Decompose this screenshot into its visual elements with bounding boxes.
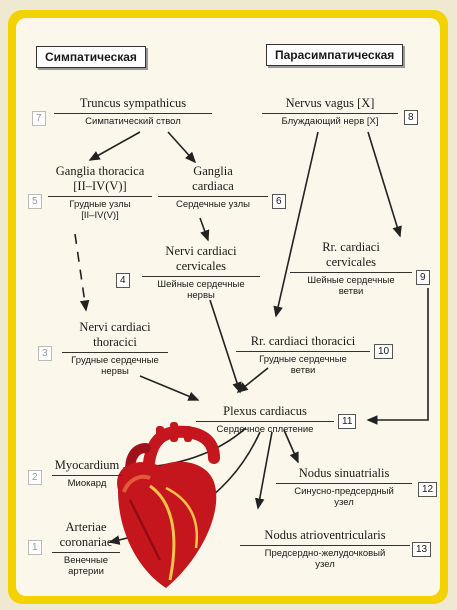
truncus-latin: Truncus sympathicus — [54, 96, 212, 111]
ganglia-cardiaca-latin-2: cardiaca — [158, 179, 268, 194]
ganglia-cardiaca-latin-1: Ganglia — [158, 164, 268, 179]
number-badge-1: 1 — [28, 540, 42, 555]
nodus-atrio-russian-1: Предсердно-желудочковый — [240, 548, 410, 559]
node-rr-thoracici: Rr. cardiaci thoracici Грудные сердечные… — [236, 334, 370, 376]
number-badge-4: 4 — [116, 273, 130, 288]
number-badge-6: 6 — [272, 194, 286, 209]
ganglia-thoracica-latin-2: [II–IV(V)] — [48, 179, 152, 194]
arrow-thoracici-plexus — [140, 376, 198, 400]
node-nodus-atrio: Nodus atrioventricularis Предсердно-желу… — [240, 528, 410, 570]
node-truncus: Truncus sympathicus Симпатический ствол — [54, 96, 212, 127]
myocardium-latin: Myocardium — [52, 458, 122, 473]
arrow-vagus-rrcervicales — [368, 132, 400, 236]
arrow-truncus-cardiaca — [168, 132, 195, 162]
ganglia-cardiaca-russian: Сердечные узлы — [158, 199, 268, 210]
node-rr-cervicales: Rr. cardiaci cervicales Шейные сердечные… — [290, 240, 412, 297]
nodus-atrio-latin: Nodus atrioventricularis — [240, 528, 410, 543]
nervi-thoracici-latin-1: Nervi cardiaci — [62, 320, 168, 335]
node-nervi-cervicales: Nervi cardiaci cervicales Шейные сердечн… — [142, 244, 260, 301]
arrow-thoracica-thoracici — [75, 234, 86, 310]
node-vagus: Nervus vagus [X] Блуждающий нерв [X] — [262, 96, 398, 127]
arrow-cardiaca-cervicales — [200, 218, 208, 240]
nervi-thoracici-latin-2: thoracici — [62, 335, 168, 350]
number-badge-10: 10 — [374, 344, 393, 359]
ganglia-thoracica-russian-1: Грудные узлы — [48, 199, 152, 210]
nervi-cervicales-latin-2: cervicales — [142, 259, 260, 274]
truncus-russian: Симпатический ствол — [54, 116, 212, 127]
vagus-latin: Nervus vagus [X] — [262, 96, 398, 111]
number-badge-2: 2 — [28, 470, 42, 485]
number-badge-9: 9 — [416, 270, 430, 285]
rr-cervicales-russian-1: Шейные сердечные — [290, 275, 412, 286]
nodus-sinu-russian-1: Синусно-предсердный — [276, 486, 412, 497]
rr-thoracici-russian-2: ветви — [236, 365, 370, 376]
node-plexus: Plexus cardiacus Сердечное сплетение — [196, 404, 334, 435]
number-badge-3: 3 — [38, 346, 52, 361]
node-myocardium: Myocardium Миокард — [52, 458, 122, 489]
rr-thoracici-latin: Rr. cardiaci thoracici — [236, 334, 370, 349]
nervi-cervicales-russian-1: Шейные сердечные — [142, 279, 260, 290]
header-sympathetic: Симпатическая — [36, 46, 146, 68]
number-badge-5: 5 — [28, 194, 42, 209]
number-badge-7: 7 — [32, 111, 46, 126]
node-ganglia-cardiaca: Ganglia cardiaca Сердечные узлы — [158, 164, 268, 210]
arteriae-russian-1: Венечные — [52, 555, 120, 566]
rr-cervicales-latin-1: Rr. cardiaci — [290, 240, 412, 255]
arrow-plexus-atrio — [258, 432, 272, 508]
nodus-sinu-russian-2: узел — [276, 497, 412, 508]
nervi-thoracici-russian-1: Грудные сердечные — [62, 355, 168, 366]
rr-cervicales-latin-2: cervicales — [290, 255, 412, 270]
ganglia-thoracica-russian-2: [II–IV(V)] — [48, 210, 152, 221]
heart-illustration — [117, 422, 216, 588]
arteriae-latin-2: coronariae — [52, 535, 120, 550]
nervi-cervicales-russian-2: нервы — [142, 290, 260, 301]
rr-thoracici-russian-1: Грудные сердечные — [236, 354, 370, 365]
node-nodus-sinuatrialis: Nodus sinuatrialis Синусно-предсердный у… — [276, 466, 412, 508]
number-badge-12: 12 — [418, 482, 437, 497]
arrow-truncus-thoracica — [90, 132, 140, 160]
plexus-latin: Plexus cardiacus — [196, 404, 334, 419]
number-badge-13: 13 — [412, 542, 431, 557]
node-nervi-thoracici: Nervi cardiaci thoracici Грудные сердечн… — [62, 320, 168, 377]
header-parasympathetic: Парасимпатическая — [266, 44, 403, 66]
vagus-russian: Блуждающий нерв [X] — [262, 116, 398, 127]
rr-cervicales-russian-2: ветви — [290, 286, 412, 297]
arteriae-russian-2: артерии — [52, 566, 120, 577]
myocardium-russian: Миокард — [52, 478, 122, 489]
nodus-atrio-russian-2: узел — [240, 559, 410, 570]
arteriae-latin-1: Arteriae — [52, 520, 120, 535]
number-badge-8: 8 — [404, 110, 418, 125]
node-ganglia-thoracica: Ganglia thoracica [II–IV(V)] Грудные узл… — [48, 164, 152, 221]
plexus-russian: Сердечное сплетение — [196, 424, 334, 435]
ganglia-thoracica-latin-1: Ganglia thoracica — [48, 164, 152, 179]
node-arteriae: Arteriae coronariae Венечные артерии — [52, 520, 120, 577]
number-badge-11: 11 — [338, 414, 356, 429]
nervi-thoracici-russian-2: нервы — [62, 366, 168, 377]
nervi-cervicales-latin-1: Nervi cardiaci — [142, 244, 260, 259]
nodus-sinu-latin: Nodus sinuatrialis — [276, 466, 412, 481]
